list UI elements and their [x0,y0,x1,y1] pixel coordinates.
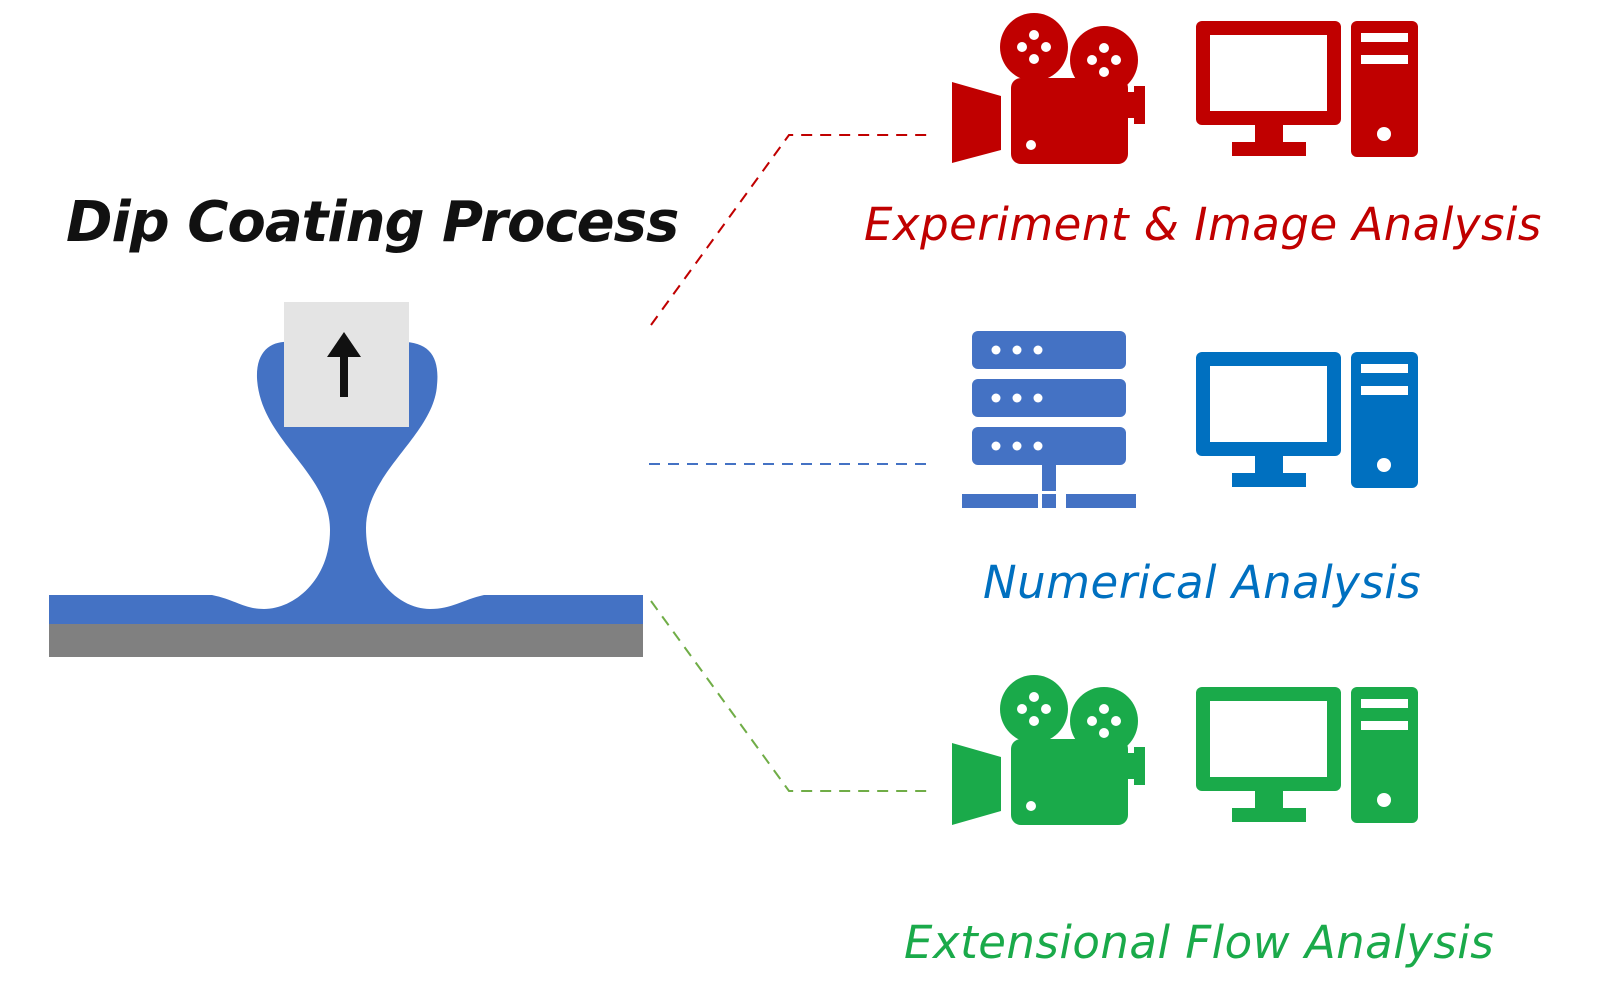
label-extensional-flow-analysis: Extensional Flow Analysis [904,916,1495,969]
substrate [49,622,643,657]
up-arrow-icon [327,332,361,397]
label-experiment-image-analysis: Experiment & Image Analysis [864,198,1542,251]
movie-camera-icon [952,13,1145,164]
connector-extensional [650,600,928,792]
desktop-computer-icon [1196,687,1418,823]
desktop-computer-icon [1196,21,1418,157]
connector-experiment [650,134,928,326]
desktop-computer-icon [1196,352,1418,488]
label-numerical-analysis: Numerical Analysis [983,556,1422,609]
movie-camera-icon [952,675,1145,825]
diagram-title: Dip Coating Process [66,190,679,255]
liquid-meniscus [49,341,643,624]
dip-coating-illustration [49,302,643,657]
server-network-icon [962,331,1136,508]
